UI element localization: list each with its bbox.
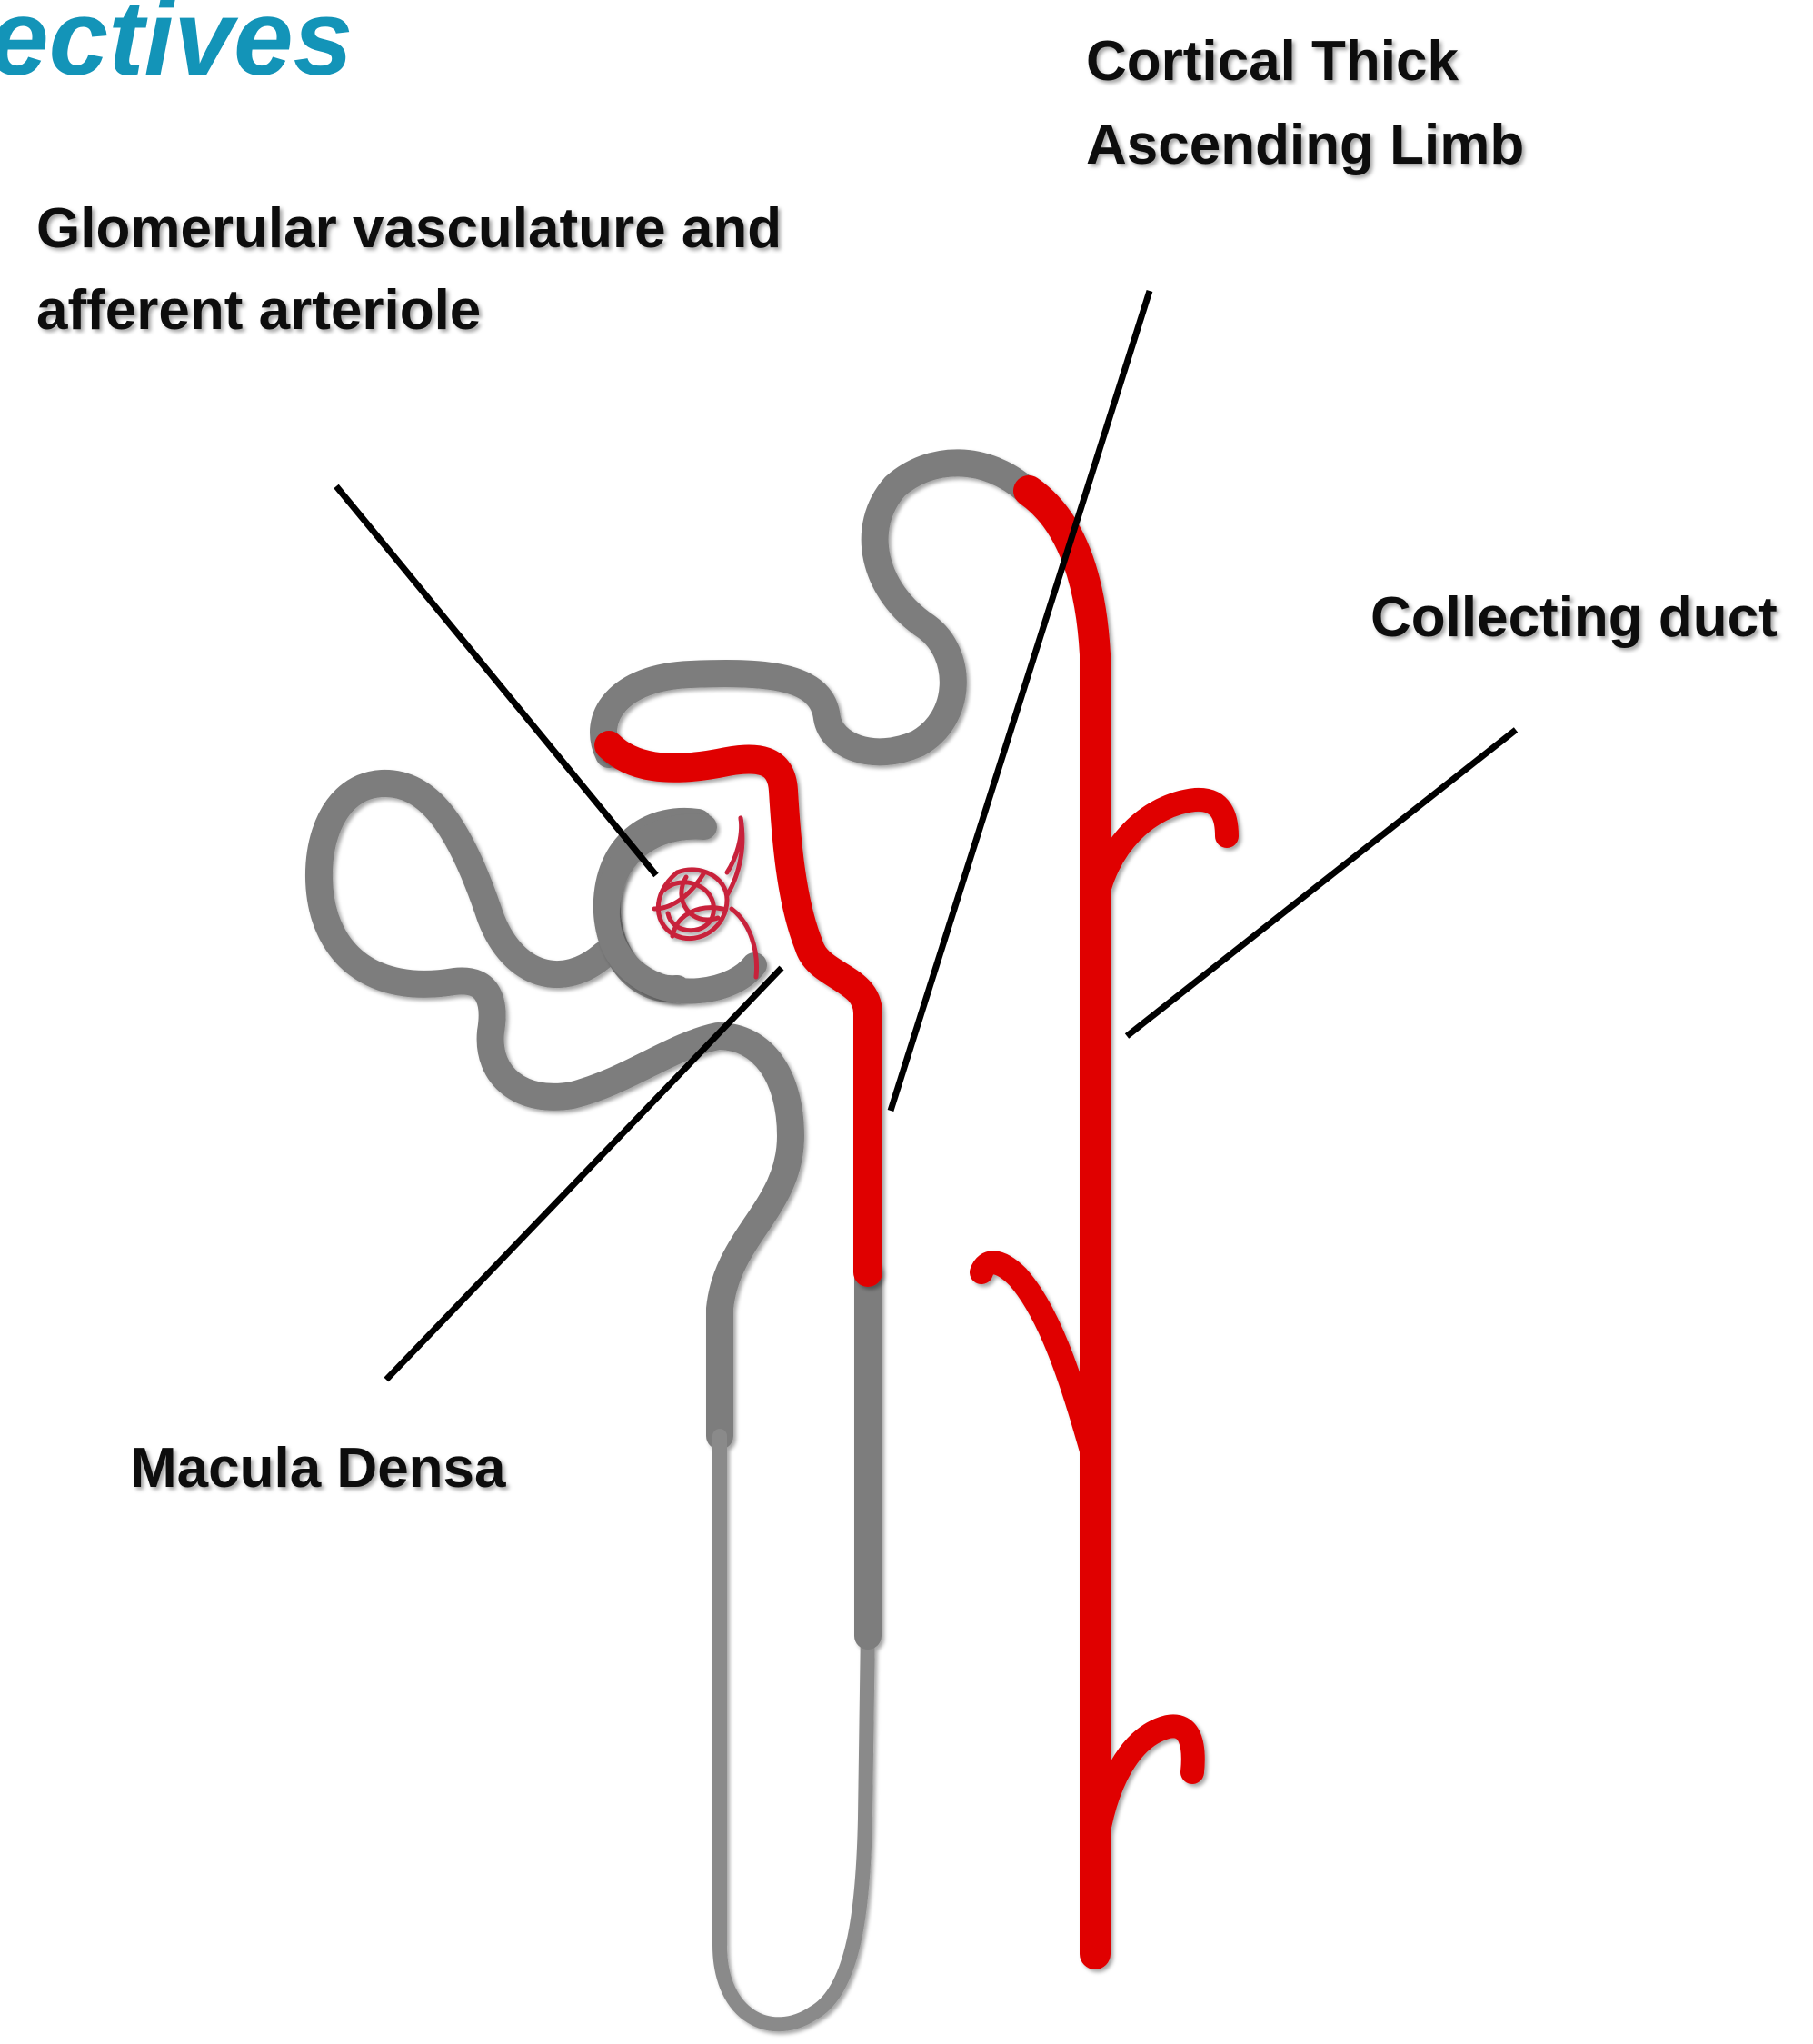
leader-line-glomerular-vasculature bbox=[336, 486, 656, 875]
label-macula-densa: Macula Densa bbox=[130, 1437, 506, 1500]
loop-of-henle-thin bbox=[720, 1436, 868, 2024]
labels: Cortical Thick Ascending Limb Glomerular… bbox=[36, 30, 1778, 1500]
leader-line-cortical-thick-ascending-limb bbox=[891, 291, 1150, 1111]
distal-convoluted-tubule bbox=[603, 463, 1027, 754]
collecting-duct-branch-2 bbox=[981, 1262, 1095, 1463]
label-cortical-thick-ascending-limb-line2: Ascending Limb bbox=[1086, 114, 1524, 176]
collecting-duct-branch-1 bbox=[1095, 800, 1227, 909]
tubule bbox=[319, 463, 1027, 2024]
slide-title-fragment: ectives bbox=[0, 0, 353, 98]
highlighted-segments bbox=[609, 491, 1227, 1954]
label-glomerular-vasculature-line2: afferent arteriole bbox=[36, 279, 481, 342]
label-glomerular-vasculature-line1: Glomerular vasculature and bbox=[36, 197, 782, 260]
collecting-duct-trunk bbox=[1029, 491, 1095, 1954]
label-collecting-duct: Collecting duct bbox=[1370, 586, 1778, 649]
label-cortical-thick-ascending-limb-line1: Cortical Thick bbox=[1086, 30, 1459, 93]
leader-line-collecting-duct bbox=[1127, 730, 1516, 1036]
